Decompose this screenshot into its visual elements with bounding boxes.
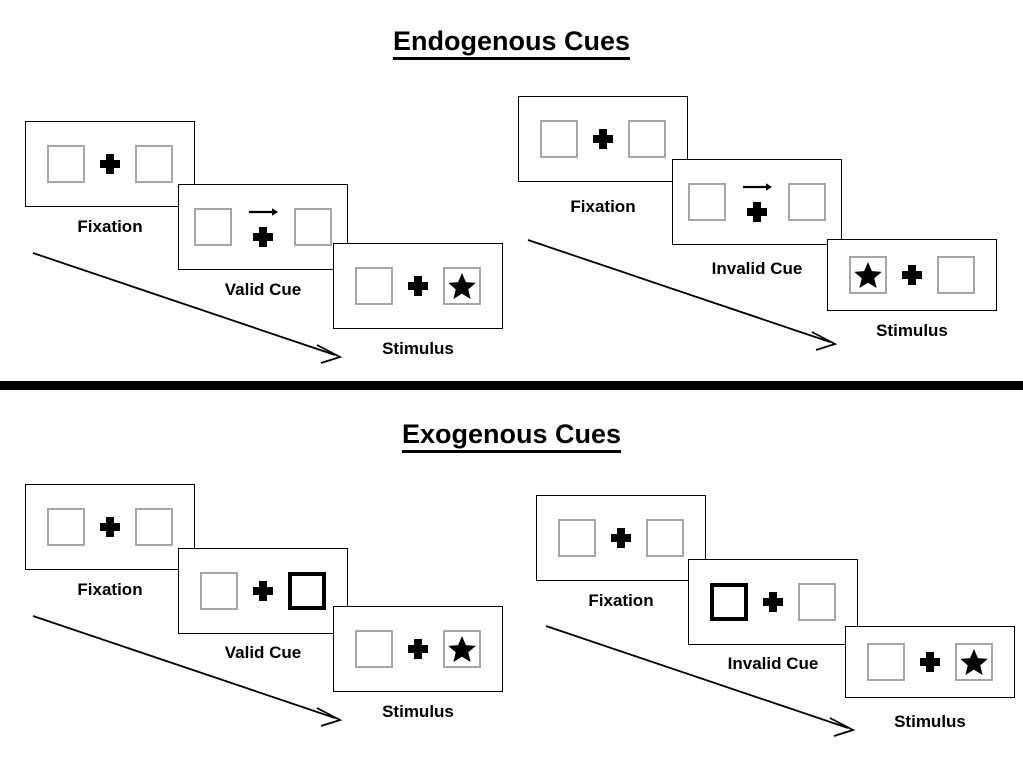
caption-endogenous-invalid-cue: Invalid Cue <box>711 259 803 278</box>
frame-content <box>558 519 684 557</box>
caption-endogenous-valid-cue: Valid Cue <box>224 280 302 299</box>
placeholder-box-right <box>955 643 993 681</box>
plus-icon <box>919 651 941 673</box>
placeholder-box-right <box>788 183 826 221</box>
caption-endogenous-invalid-stimulus: Stimulus <box>876 321 948 340</box>
placeholder-box-right <box>628 120 666 158</box>
caption-exogenous-valid-cue: Valid Cue <box>224 643 302 662</box>
caption-endogenous-valid-fixation: Fixation <box>77 217 143 236</box>
caption-exogenous-invalid-stimulus: Stimulus <box>894 712 966 731</box>
star-icon <box>960 649 988 675</box>
frame-content <box>355 630 481 668</box>
placeholder-box-left <box>849 256 887 294</box>
placeholder-box-left <box>200 572 238 610</box>
plus-icon <box>407 275 429 297</box>
frame-content <box>47 508 173 546</box>
placeholder-box-left <box>47 508 85 546</box>
frame-content <box>867 643 993 681</box>
star-icon <box>854 262 882 288</box>
placeholder-box-right-cued <box>288 572 326 610</box>
section-title-exogenous: Exogenous Cues <box>0 419 1023 453</box>
frame-content <box>540 120 666 158</box>
placeholder-box-left <box>688 183 726 221</box>
placeholder-box-left <box>558 519 596 557</box>
placeholder-box-right <box>443 267 481 305</box>
section-title-endogenous: Endogenous Cues <box>0 26 1023 60</box>
placeholder-box-right <box>937 256 975 294</box>
frame-endogenous-invalid-fixation <box>518 96 688 182</box>
plus-icon <box>252 580 274 602</box>
section-title-endogenous-text: Endogenous Cues <box>392 26 630 60</box>
caption-endogenous-valid-stimulus: Stimulus <box>382 339 454 358</box>
placeholder-box-right <box>798 583 836 621</box>
frame-exogenous-valid-fixation <box>25 484 195 570</box>
caption-endogenous-invalid-fixation: Fixation <box>570 197 636 216</box>
frame-content <box>710 583 836 621</box>
star-icon <box>448 273 476 299</box>
caption-exogenous-valid-stimulus: Stimulus <box>382 702 454 721</box>
caption-exogenous-valid-fixation: Fixation <box>77 580 143 599</box>
placeholder-box-right <box>135 145 173 183</box>
plus-icon <box>610 527 632 549</box>
placeholder-box-left <box>355 267 393 305</box>
frame-content <box>194 206 332 248</box>
arrow-right-icon <box>249 208 278 216</box>
frame-content <box>849 256 975 294</box>
plus-icon <box>407 638 429 660</box>
placeholder-box-left <box>540 120 578 158</box>
placeholder-box-right <box>443 630 481 668</box>
frame-exogenous-valid-stimulus <box>333 606 503 692</box>
frame-endogenous-valid-fixation <box>25 121 195 207</box>
cue-stack <box>238 206 288 248</box>
section-divider <box>0 381 1023 390</box>
diagonal-arrow-icon-endogenous-invalid <box>527 239 838 351</box>
frame-endogenous-valid-stimulus <box>333 243 503 329</box>
plus-icon <box>901 264 923 286</box>
frame-exogenous-valid-cue <box>178 548 348 634</box>
frame-endogenous-invalid-stimulus <box>827 239 997 311</box>
placeholder-box-right <box>135 508 173 546</box>
arrow-right-icon <box>743 183 772 191</box>
frame-content <box>688 181 826 223</box>
section-title-exogenous-text: Exogenous Cues <box>401 419 622 453</box>
placeholder-box-left <box>47 145 85 183</box>
placeholder-box-left <box>867 643 905 681</box>
placeholder-box-left <box>355 630 393 668</box>
cue-stack <box>732 181 782 223</box>
placeholder-box-left <box>194 208 232 246</box>
placeholder-box-right <box>646 519 684 557</box>
caption-exogenous-invalid-fixation: Fixation <box>588 591 654 610</box>
plus-icon <box>99 153 121 175</box>
placeholder-box-right <box>294 208 332 246</box>
frame-content <box>47 145 173 183</box>
caption-exogenous-invalid-cue: Invalid Cue <box>727 654 819 673</box>
frame-endogenous-valid-cue <box>178 184 348 270</box>
frame-endogenous-invalid-cue <box>672 159 842 245</box>
plus-icon <box>762 591 784 613</box>
plus-icon <box>592 128 614 150</box>
star-icon <box>448 636 476 662</box>
frame-exogenous-invalid-fixation <box>536 495 706 581</box>
plus-icon <box>746 201 768 223</box>
plus-icon <box>252 226 274 248</box>
frame-exogenous-invalid-stimulus <box>845 626 1015 698</box>
plus-icon <box>99 516 121 538</box>
frame-content <box>200 572 326 610</box>
frame-content <box>355 267 481 305</box>
frame-exogenous-invalid-cue <box>688 559 858 645</box>
placeholder-box-left-cued <box>710 583 748 621</box>
